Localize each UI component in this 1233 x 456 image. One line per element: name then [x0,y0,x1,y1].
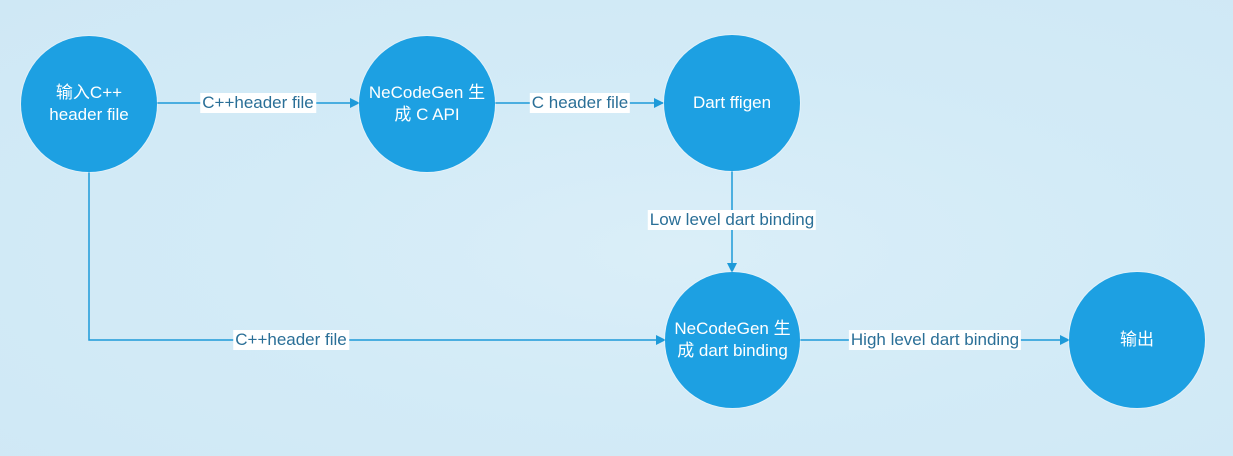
node-input-line-1: 输入C++ [55,83,123,102]
node-output-label: 输出 [1120,330,1154,349]
edge-input-to-gen-dart [88,170,666,345]
node-gen-dart-line-1: NeCodeGen 生 [674,319,791,338]
edge-label-gen-c-api-to-ffigen: C header file [529,93,631,113]
node-necodegen-dart-binding: NeCodeGen 生 成 dart binding [665,272,800,408]
node-input-cpp-header: 输入C++ header file [21,36,157,172]
node-gen-dart-line-2: 成 dart binding [677,341,788,360]
edge-label-ffigen-to-gen-dart: Low level dart binding [647,210,817,230]
edge-label-gen-dart-to-output: High level dart binding [848,330,1022,350]
node-output: 输出 [1069,272,1205,408]
node-input-line-2: header file [49,105,129,124]
node-dart-ffigen: Dart ffigen [664,35,800,171]
node-gen-c-api-line-1: NeCodeGen 生 [368,83,486,102]
node-necodegen-c-api: NeCodeGen 生 成 C API [359,36,495,172]
node-ffigen-label: Dart ffigen [692,93,772,112]
node-gen-c-api-line-2: 成 C API [394,105,460,124]
edge-label-input-to-gen-dart: C++header file [233,330,349,350]
edge-label-input-to-gen-c-api: C++header file [200,93,316,113]
